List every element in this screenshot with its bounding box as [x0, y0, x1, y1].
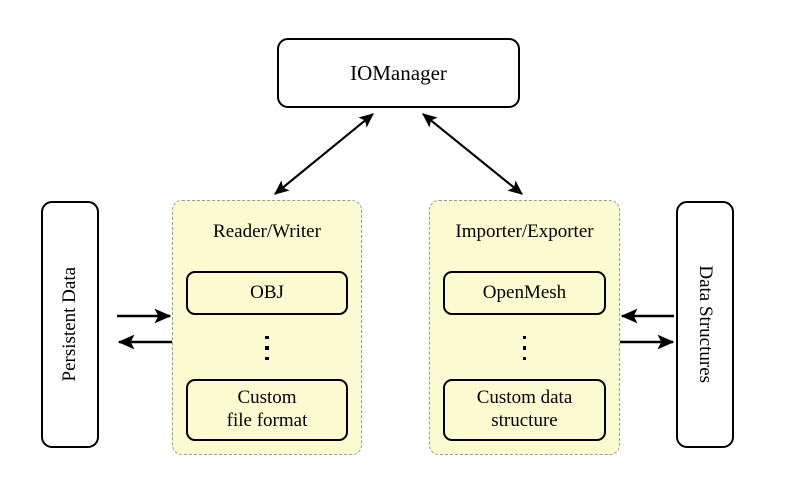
node-custom-data-structure[interactable]: Custom data structure — [443, 379, 606, 441]
group-importer-exporter[interactable]: Importer/Exporter OpenMesh Custom data s… — [429, 200, 620, 455]
node-data-structures[interactable]: Data Structures — [676, 201, 734, 448]
node-iomanager-label: IOManager — [350, 60, 447, 85]
node-obj-label: OBJ — [250, 281, 284, 303]
node-persistent-data-label: Persistent Data — [58, 267, 80, 382]
node-custom-file-format[interactable]: Custom file format — [186, 379, 348, 441]
node-custom-file-format-label-line2: file format — [226, 410, 308, 431]
vertical-ellipsis-icon — [173, 325, 361, 371]
node-custom-data-structure-label-line1: Custom data — [476, 387, 573, 409]
group-reader-writer-title: Reader/Writer — [213, 221, 321, 242]
vertical-ellipsis-icon — [430, 325, 619, 371]
edge-manager-importer-exporter — [422, 113, 523, 195]
node-persistent-data[interactable]: Persistent Data — [41, 201, 99, 448]
node-obj[interactable]: OBJ — [186, 271, 348, 315]
node-custom-file-format-label-line1: Custom — [237, 387, 297, 409]
node-iomanager[interactable]: IOManager — [277, 38, 520, 108]
node-openmesh[interactable]: OpenMesh — [443, 271, 606, 315]
group-reader-writer[interactable]: Reader/Writer OBJ Custom file format — [172, 200, 362, 455]
edge-manager-reader-writer — [274, 113, 374, 195]
node-openmesh-label: OpenMesh — [482, 281, 567, 303]
node-data-structures-label: Data Structures — [695, 265, 717, 384]
group-importer-exporter-title: Importer/Exporter — [455, 221, 594, 242]
node-custom-data-structure-label-line2: structure — [491, 410, 558, 431]
